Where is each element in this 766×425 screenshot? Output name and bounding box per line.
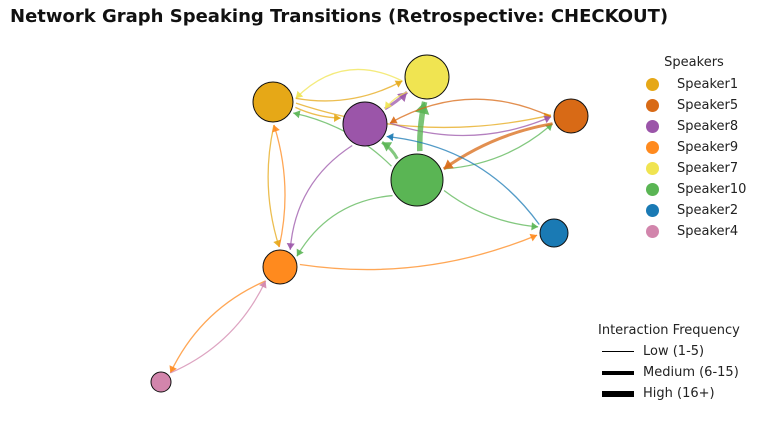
legend-item-speaker2: Speaker2 (640, 200, 760, 221)
legend-item-speaker1: Speaker1 (640, 74, 760, 95)
node-speaker7 (404, 54, 450, 100)
speakers-legend: Speakers Speaker1 Speaker5 Speaker8 Spea… (640, 55, 760, 242)
node-speaker2 (539, 218, 569, 248)
arrowhead-speaker8-to-speaker9 (286, 242, 295, 250)
edge-speaker9-to-speaker1 (273, 124, 286, 248)
arrowhead-speaker2-to-speaker8 (386, 133, 394, 142)
arrowhead-speaker7-to-speaker1 (295, 90, 304, 99)
legend-label: Speaker4 (677, 224, 739, 239)
arrowhead-speaker10-to-speaker8 (382, 142, 393, 152)
frequency-item-low: Low (1-5) (598, 341, 763, 362)
legend-item-speaker5: Speaker5 (640, 95, 760, 116)
edge-speaker8-to-speaker5 (389, 116, 552, 137)
edge-speaker4-to-speaker9 (170, 280, 267, 374)
legend-item-speaker10: Speaker10 (640, 179, 760, 200)
frequency-label: Low (1-5) (643, 344, 705, 359)
arrowhead-speaker10-to-speaker2 (531, 222, 539, 231)
arrowhead-speaker8-to-speaker5 (543, 115, 552, 124)
legend-label: Speaker9 (677, 140, 739, 155)
line-sample-medium (602, 370, 634, 375)
edge-speaker10-to-speaker5 (443, 123, 553, 170)
edge-speaker10-to-speaker2 (443, 189, 539, 228)
arrowhead-speaker7-to-speaker8 (384, 101, 393, 109)
legend-label: Speaker1 (677, 77, 739, 92)
edge-speaker5-to-speaker8 (389, 98, 552, 124)
legend-swatch (646, 204, 659, 217)
legend-item-speaker8: Speaker8 (640, 116, 760, 137)
arrowhead-speaker1-to-speaker8 (333, 113, 341, 122)
frequency-item-high: High (16+) (598, 383, 763, 404)
legend-item-speaker9: Speaker9 (640, 137, 760, 158)
frequency-label: High (16+) (643, 386, 715, 401)
edge-layer (169, 68, 553, 374)
node-speaker1 (252, 81, 294, 123)
legend-item-speaker7: Speaker7 (640, 158, 760, 179)
edge-speaker5-to-speaker10 (442, 122, 553, 171)
node-layer (150, 54, 589, 393)
legend-swatch (646, 183, 659, 196)
edge-speaker8-to-speaker9 (289, 144, 353, 250)
legend-swatch (646, 120, 659, 133)
edge-speaker10-to-speaker9 (296, 194, 393, 257)
legend-swatch (646, 162, 659, 175)
node-speaker8 (342, 101, 388, 147)
frequency-label: Medium (6-15) (643, 365, 739, 380)
edge-speaker2-to-speaker8 (386, 135, 540, 225)
node-speaker5 (553, 98, 589, 134)
node-speaker10 (390, 153, 444, 207)
legend-label: Speaker7 (677, 161, 739, 176)
node-speaker9 (262, 249, 298, 285)
arrowhead-speaker10-to-speaker9 (296, 248, 304, 257)
legend-label: Speaker5 (677, 98, 739, 113)
arrowhead-speaker10-to-speaker1 (293, 110, 301, 119)
line-sample-thin (602, 351, 634, 352)
arrowhead-speaker5-to-speaker8 (389, 116, 398, 124)
arrowhead-speaker9-to-speaker2 (529, 233, 538, 242)
arrowhead-speaker9-to-speaker4 (169, 365, 177, 373)
arrowhead-speaker5-to-speaker10 (443, 159, 454, 169)
edge-speaker9-to-speaker2 (299, 234, 538, 271)
frequency-item-medium: Medium (6-15) (598, 362, 763, 383)
edge-speaker9-to-speaker4 (169, 280, 266, 374)
legend-swatch (646, 78, 659, 91)
arrowhead-speaker1-to-speaker7 (394, 80, 403, 88)
page-title: Network Graph Speaking Transitions (Retr… (10, 6, 669, 27)
frequency-legend-title: Interaction Frequency (598, 323, 740, 338)
arrowhead-speaker4-to-speaker9 (259, 280, 267, 289)
legend-label: Speaker10 (677, 182, 747, 197)
frequency-legend: Interaction Frequency Low (1-5) Medium (… (598, 323, 763, 404)
arrowhead-speaker8-to-speaker7 (397, 92, 408, 102)
legend-label: Speaker2 (677, 203, 739, 218)
legend-swatch (646, 99, 659, 112)
edge-speaker1-to-speaker7 (295, 80, 403, 102)
legend-swatch (646, 225, 659, 238)
legend-item-speaker4: Speaker4 (640, 221, 760, 242)
edge-speaker1-to-speaker8 (295, 106, 341, 119)
line-sample-thick (602, 390, 634, 397)
edge-speaker1-to-speaker9 (267, 124, 280, 248)
edge-speaker7-to-speaker1 (295, 68, 403, 99)
legend-label: Speaker8 (677, 119, 739, 134)
arrowhead-speaker9-to-speaker1 (272, 124, 280, 133)
speakers-legend-title: Speakers (664, 55, 724, 70)
legend-swatch (646, 141, 659, 154)
node-speaker4 (150, 371, 172, 393)
